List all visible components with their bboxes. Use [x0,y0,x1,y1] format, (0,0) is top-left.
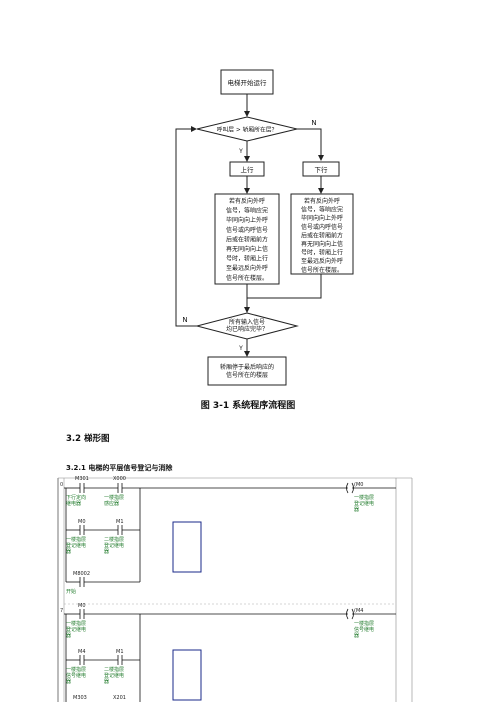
down-description-line: 号时，轿厢上行 [301,249,343,257]
comment-m8002: 开始 [66,588,76,595]
up-description-line: 信号，等响应完 [226,207,268,215]
comment-m4: 器 [66,679,71,685]
up-label: 上行 [241,165,255,174]
down-description-text: 若有反向外呼信号，等响应完毕同向向上外呼信号或内呼信号后或在轿厢前方再无同向向上… [301,197,343,274]
no-label-2: N [182,316,187,324]
comment-x000: 一楼指层 [104,494,124,501]
figure-caption: 图 3-1 系统程序流程图 [200,401,296,411]
down-description-line: 再无同向向上信 [301,240,343,248]
flowchart [175,69,354,386]
comment-m1-r2: 二楼指层 [104,666,124,673]
comment-m4: 信号继电 [66,672,86,679]
comment-m4: 一楼指层 [66,666,86,673]
comment-m0: 登记继电 [66,542,86,549]
comment-m0-r2: 器 [66,633,71,639]
comment-m1: 器 [104,549,109,555]
down-description-line: 后或在轿厢前方 [301,231,343,239]
up-description-line: 至最远反向外呼 [226,264,268,272]
comment-m0-r2: 一楼指层 [66,620,86,627]
comment-coil-m0: 一楼指层 [354,494,374,501]
up-description-line: 信号所在楼层。 [226,274,268,282]
up-description-line: 再无同向向上信 [226,245,268,253]
subsection-heading: 3.2.1 电梯的平层信号登记与消除 [66,464,173,472]
comment-coil-m4: 一楼指层 [354,620,374,627]
decision2-line: 均已响应完毕？ [226,325,268,333]
no-label-1: N [311,119,316,127]
comment-m301: 下行定向 [66,494,86,501]
comment-coil-m0: 登记继电 [354,500,374,507]
comment-m1-r2: 器 [104,679,109,685]
down-description-line: 信号或内呼信号 [301,223,343,231]
down-description-line: 信号所在楼层。 [301,266,343,274]
coil-m0[interactable] [346,482,349,494]
rung2-step: 7 [60,608,63,614]
up-description-text: 若有反向外呼信号，等响应完毕同向向上外呼信号或内呼信号后或在轿厢前方再无同向向上… [226,197,268,282]
comment-x000: 感应器 [104,500,119,507]
addr-x201: X201 [113,695,126,701]
decision2-line: 所有输入信号 [229,318,265,326]
up-description-line: 若有反向外呼 [229,197,265,205]
down-description-box [290,193,354,275]
comment-m1: 二楼指层 [104,536,124,543]
addr-m301: M301 [75,476,89,482]
comment-coil-m0: 器 [354,507,359,513]
comment-m0-r2: 登记继电 [66,626,86,633]
comment-m1-r2: 登记继电 [104,672,124,679]
addr-coil-m0: (M0 [354,482,363,488]
section-heading: 3.2 梯形图 [66,434,110,444]
up-description-line: 毕同向向上外呼 [226,216,268,224]
comment-m1: 登记继电 [104,542,124,549]
addr-m303: M303 [73,695,87,701]
up-description-line: 信号或内呼信号 [226,226,268,234]
addr-m8002: M8002 [73,571,90,577]
comment-m0: 器 [66,549,71,555]
down-description-line: 若有反向外呼 [304,197,340,205]
down-description-line: 至最远反向外呼 [301,257,343,265]
down-label: 下行 [315,165,329,174]
addr-m4: M4 [78,649,86,655]
addr-m1-r2: M1 [116,649,124,655]
comment-m301: 继电器 [66,500,81,507]
end-box-line: 轿厢停于最后响应的 [220,363,274,371]
start-label: 电梯开始运行 [228,78,268,87]
end-box [207,356,287,386]
addr-coil-m4: (M4 [354,608,363,614]
down-description-line: 信号，等响应完 [301,206,343,214]
addr-m0-r2: M0 [78,603,86,609]
comment-coil-m4: 器 [354,633,359,639]
rung1-step: 0 [60,482,63,488]
down-description-line: 毕同向向上外呼 [301,214,343,222]
ladder-diagram: 0 7 M301 X000 (M0 M0 M1 M8002 M0 (M4 M4 … [57,476,413,702]
yes-label-1: Y [238,148,243,155]
addr-m1: M1 [116,519,124,525]
rung2-placeholder-box [172,649,202,701]
coil-m4[interactable] [346,608,349,620]
end-box-line: 信号所在的楼层 [226,371,268,379]
addr-x000: X000 [113,476,126,482]
rung-1 [64,482,396,587]
comment-m0: 一楼指层 [66,536,86,543]
rung-2 [64,608,396,702]
decision1-label: 呼叫层 > 轿厢所在层？ [217,126,278,134]
addr-m0: M0 [78,519,86,525]
rung1-placeholder-box [172,521,202,573]
up-description-line: 后或在轿厢前方 [226,235,268,243]
yes-label-2: Y [238,345,243,352]
up-description-line: 号时，轿厢上行 [226,255,268,263]
comment-coil-m4: 信号继电 [354,626,374,633]
